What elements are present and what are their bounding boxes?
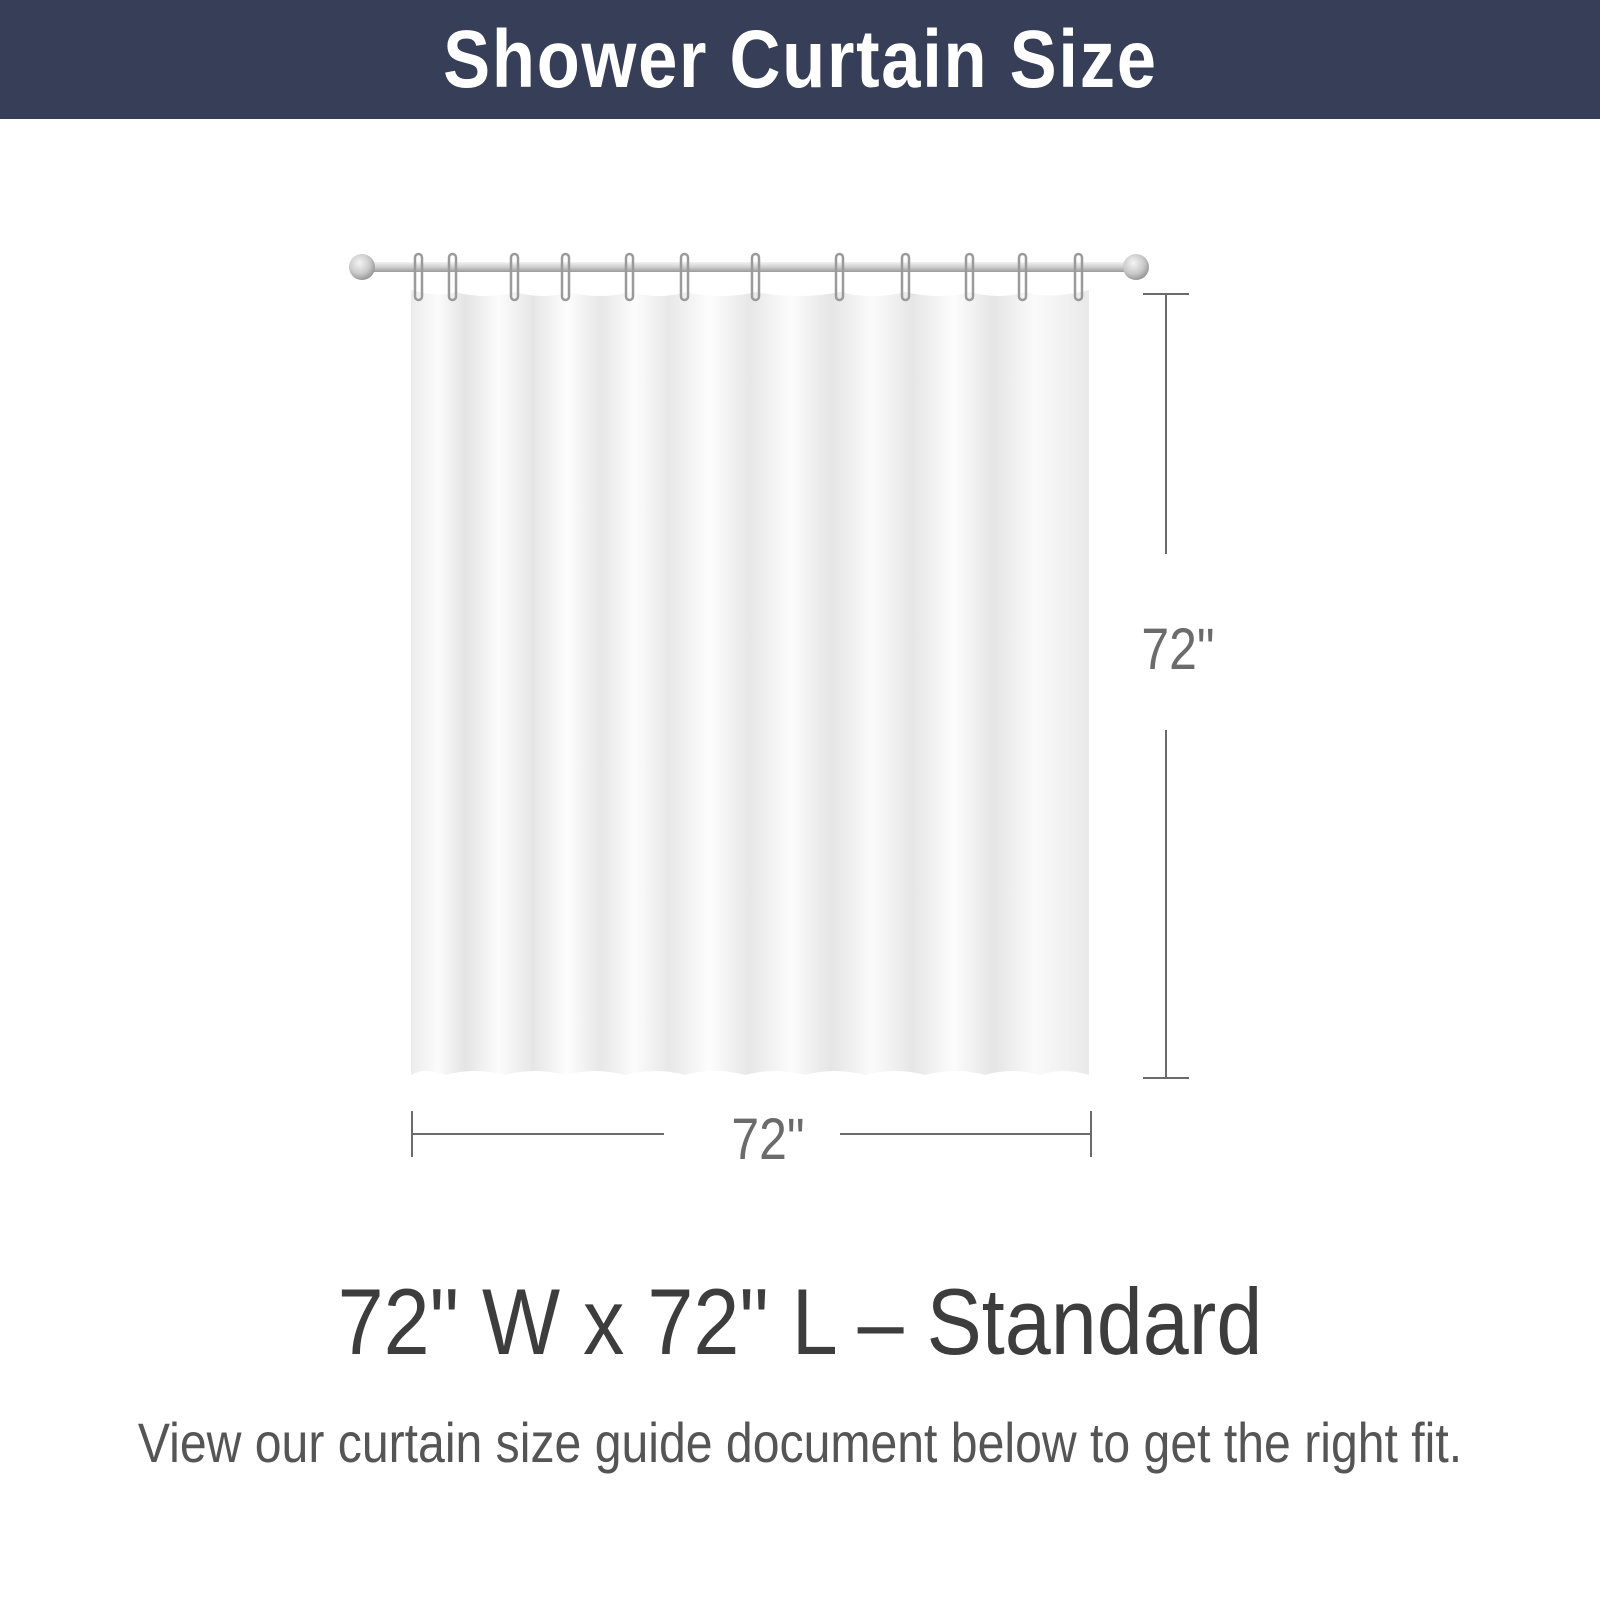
height-dimension-line (1143, 293, 1189, 1079)
curtain-ring (679, 252, 690, 302)
size-guide-note: View our curtain size guide document bel… (137, 1411, 1463, 1474)
rod-end-left (349, 254, 375, 280)
width-dimension-label: 72" (731, 1107, 805, 1172)
curtain-ring (624, 252, 635, 302)
curtain-ring (560, 252, 571, 302)
rod-end-right (1123, 254, 1149, 280)
curtain-rod (360, 262, 1135, 272)
curtain-ring (750, 252, 761, 302)
page-title: Shower Curtain Size (442, 13, 1158, 105)
curtain-ring (1017, 252, 1028, 302)
curtain-ring (834, 252, 845, 302)
height-dimension-label: 72" (1141, 617, 1215, 682)
curtain-fabric (411, 290, 1089, 1075)
shower-curtain-diagram (349, 252, 1189, 1157)
curtain-ring (1073, 252, 1084, 302)
size-heading: 72" W x 72" L – Standard (337, 1269, 1263, 1374)
curtain-ring (509, 252, 520, 302)
curtain-ring (900, 252, 911, 302)
width-dimension-line (411, 1111, 1092, 1157)
curtain-rings (413, 252, 1084, 302)
curtain-ring (413, 252, 424, 302)
curtain-ring (964, 252, 975, 302)
curtain-ring (447, 252, 458, 302)
title-banner: Shower Curtain Size (0, 0, 1600, 119)
